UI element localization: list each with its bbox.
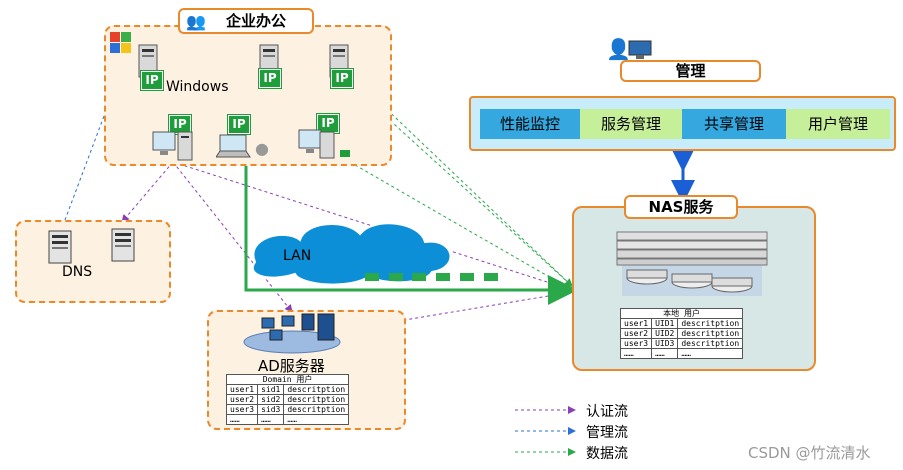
users-icon: 👥: [186, 12, 206, 31]
management-title: 管理: [620, 60, 761, 82]
dns-server-icon: [111, 228, 135, 262]
admin-user-icon: 👤: [606, 37, 631, 61]
windows-label: Windows: [166, 79, 229, 95]
ad-server-label: AD服务器: [258, 357, 325, 375]
workstation-icon: [298, 129, 335, 159]
ip-badge: IP: [141, 71, 163, 90]
auth-flow-nas-to-ad: [344, 291, 573, 333]
ad-table-header: Domain 用户: [225, 374, 350, 385]
ip-badge: IP: [228, 115, 250, 134]
ip-badge: IP: [317, 114, 339, 133]
dns-zone: [15, 220, 171, 303]
admin-monitor-icon: [628, 40, 652, 59]
dns-label: DNS: [62, 264, 93, 280]
apple-logo-icon: ●: [255, 139, 269, 158]
ip-badge: IP: [259, 69, 281, 88]
module-share-management[interactable]: 共享管理: [682, 109, 786, 139]
nas-table-header: 本地 用户: [619, 308, 744, 319]
module-service-management[interactable]: 服务管理: [580, 109, 682, 139]
desktop-computer-icon: [152, 131, 193, 161]
ad-server-cluster-icon: [243, 313, 341, 354]
table-row: ………………: [225, 414, 350, 425]
linux-badge-icon: [340, 150, 350, 157]
auth-flow-to-nas: [172, 161, 573, 292]
legend-auth-label: 认证流: [586, 404, 628, 420]
lan-data-path: [244, 165, 578, 305]
table-row: ………………: [619, 348, 744, 359]
lan-data-blocks: [365, 273, 498, 281]
watermark: CSDN @竹流清水: [748, 444, 871, 462]
lan-cloud: [251, 222, 452, 286]
laptop-icon: [216, 134, 251, 158]
legend-mgmt-label: 管理流: [586, 425, 628, 441]
storage-array-icon: [616, 231, 768, 296]
dns-server-icon: [48, 230, 72, 264]
office-title: 👥 企业办公: [178, 8, 314, 34]
ip-badge: IP: [331, 69, 353, 88]
module-performance-monitoring[interactable]: 性能监控: [480, 109, 580, 139]
nas-title: NAS服务: [624, 195, 738, 219]
windows-logo-icon: [110, 32, 131, 53]
auth-flow-to-ad: [172, 161, 293, 313]
module-user-management[interactable]: 用户管理: [786, 109, 890, 139]
legend-data-label: 数据流: [586, 446, 628, 462]
ip-badge: IP: [169, 115, 191, 134]
lan-label: LAN: [283, 248, 312, 264]
auth-flow-to-dns: [121, 161, 174, 223]
